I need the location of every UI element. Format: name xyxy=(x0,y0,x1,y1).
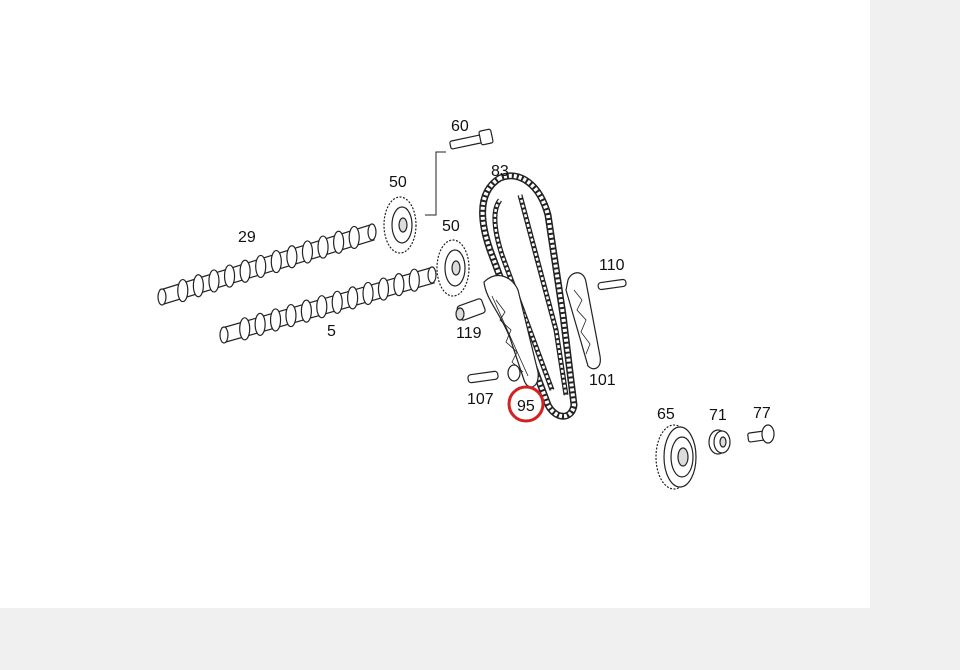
cam-lobe xyxy=(239,259,251,283)
cam-lobe xyxy=(208,269,220,293)
cam-lobe xyxy=(377,277,390,301)
cam-lobe xyxy=(177,278,189,303)
cam-lobe xyxy=(316,295,328,319)
camshaft-5[interactable] xyxy=(219,266,437,344)
pin-107[interactable] xyxy=(467,370,499,384)
cam-lobe xyxy=(223,264,236,288)
label-50-upper: 50 xyxy=(389,174,407,191)
label-101: 101 xyxy=(589,372,616,389)
cam-lobe xyxy=(348,225,360,250)
cam-lobe xyxy=(317,235,329,259)
cam-lobe xyxy=(269,308,282,332)
sprocket-50-upper[interactable] xyxy=(383,196,417,254)
cam-lobe xyxy=(254,312,266,336)
label-29: 29 xyxy=(238,229,256,246)
bolt-77[interactable] xyxy=(747,424,775,444)
cam-lobe xyxy=(285,303,297,328)
cam-lobe xyxy=(393,273,405,297)
cam-lobe xyxy=(301,240,314,264)
label-71: 71 xyxy=(709,407,727,424)
label-5: 5 xyxy=(327,323,336,340)
label-83: 83 xyxy=(491,163,509,180)
cam-lobe xyxy=(270,249,282,274)
tensioner-rail-95[interactable] xyxy=(483,274,539,388)
highlight-circle xyxy=(507,385,545,423)
label-60: 60 xyxy=(451,118,469,135)
label-95: 95 xyxy=(517,398,535,415)
label-119: 119 xyxy=(456,325,482,342)
cam-lobe xyxy=(331,290,343,314)
cam-lobe xyxy=(333,230,345,254)
cam-lobe xyxy=(255,254,267,279)
label-107: 107 xyxy=(467,391,494,408)
cam-lobe xyxy=(192,274,204,298)
bolt-60[interactable] xyxy=(425,128,494,216)
cam-lobe xyxy=(300,299,312,323)
chain-tensioner-119[interactable] xyxy=(455,298,486,321)
cam-lobe xyxy=(286,245,298,269)
cam-lobe xyxy=(239,317,251,341)
label-110: 110 xyxy=(599,257,625,274)
diagram-canvas xyxy=(0,0,870,608)
label-77: 77 xyxy=(753,405,771,422)
hub-71[interactable] xyxy=(708,429,731,455)
label-65: 65 xyxy=(657,406,675,423)
timing-chain-83[interactable] xyxy=(479,172,578,420)
cam-lobe xyxy=(408,268,420,292)
cam-lobe xyxy=(347,286,359,310)
guide-rail-101[interactable] xyxy=(565,272,601,370)
sprocket-50-lower[interactable] xyxy=(436,239,470,297)
crankshaft-gear-65[interactable] xyxy=(655,424,697,490)
cam-lobe xyxy=(362,281,374,306)
label-50-lower: 50 xyxy=(442,218,460,235)
camshaft-29[interactable] xyxy=(157,223,377,306)
pin-110[interactable] xyxy=(597,278,627,291)
